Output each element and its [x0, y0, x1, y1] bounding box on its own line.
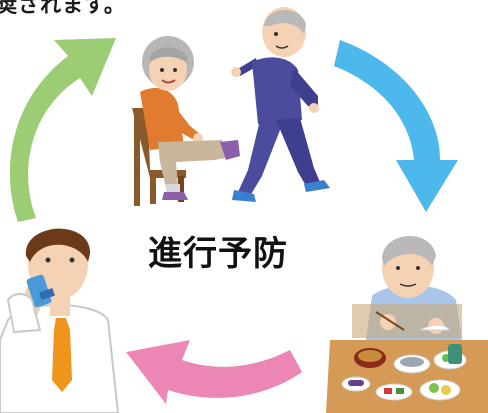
man-using-inhaler	[0, 228, 120, 413]
elderly-man-eating-meal	[326, 235, 488, 413]
elderly-woman-leg-exercise	[132, 36, 240, 206]
top-text: 奨されます。	[0, 0, 126, 17]
blue-arrow	[334, 40, 458, 212]
green-arrow	[9, 38, 117, 222]
center-title: 進行予防	[148, 234, 288, 274]
elderly-man-walking	[231, 7, 330, 202]
pink-arrow	[126, 340, 302, 404]
